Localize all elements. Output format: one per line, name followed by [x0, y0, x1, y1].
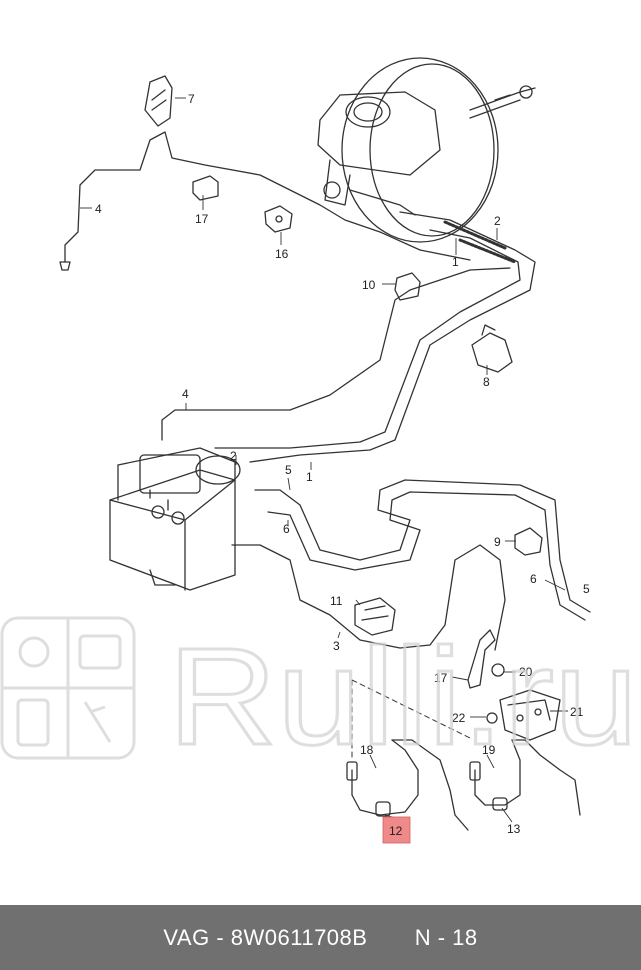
callout-18: 12: [389, 824, 403, 838]
brand-label: VAG: [163, 924, 210, 950]
callout-4-lower: 4: [182, 387, 189, 401]
brake-line-6: [267, 491, 586, 621]
callout-8: 8: [483, 375, 490, 389]
brake-line-3: [231, 544, 506, 651]
callout-4-upper: 4: [95, 202, 102, 216]
callout-1-upper: 1: [452, 255, 459, 269]
footer-text: VAG - 8W0611708B N - 18: [163, 925, 477, 951]
brake-fluid-reservoir: [317, 91, 441, 216]
callout-2-upper: 2: [494, 214, 501, 228]
part-21-bracket: [499, 689, 561, 741]
callout-22: 22: [452, 711, 466, 725]
footer-bar: VAG - 8W0611708B N - 18: [0, 905, 641, 970]
brake-booster: [341, 57, 536, 243]
callout-11: 11: [330, 594, 343, 608]
line-4-fitting: [59, 261, 71, 271]
part-8-bracket: [471, 324, 513, 373]
brake-line-1: [214, 229, 521, 449]
callout-20: 20: [519, 665, 533, 679]
part-13-clip: [192, 175, 219, 201]
part-10-bracket: [394, 272, 421, 301]
brake-line-4-upper: [64, 131, 471, 263]
callout-6-right: 6: [530, 572, 537, 586]
callout-19: 13: [507, 822, 521, 836]
part-20-nut: [491, 663, 505, 677]
brake-line-5: [254, 479, 591, 613]
callout-21: 21: [570, 705, 584, 719]
part-9-clip: [514, 527, 543, 556]
abs-hydraulic-unit: [109, 447, 241, 591]
callout-12: 16: [275, 247, 289, 261]
callout-17-right: 19: [482, 743, 496, 757]
brake-hose-19: [469, 739, 581, 816]
brake-line-2: [249, 211, 536, 463]
part-number: 8W0611708B: [230, 924, 368, 950]
parts-diagram: 7 4 17 16 10 8 1 2 4 2 5 1 6 9 6 5 11 3 …: [59, 57, 591, 844]
callout-10: 10: [362, 278, 376, 292]
callout-labels: 7 4 17 16 10 8 1 2 4 2 5 1 6 9 6 5 11 3 …: [95, 92, 590, 838]
callout-17-left: 18: [360, 743, 374, 757]
callout-16: 17: [434, 671, 448, 685]
brake-line-4-lower: [161, 267, 511, 441]
callout-3: 3: [333, 639, 340, 653]
callout-9: 9: [494, 535, 501, 549]
callout-1-lower: 1: [306, 470, 313, 484]
callout-5-left: 5: [285, 463, 292, 477]
separator: -: [216, 924, 231, 950]
part-22-bolt: [486, 712, 498, 724]
callout-7: 7: [188, 92, 195, 106]
callout-6-left: 6: [283, 522, 290, 536]
callout-5-right: 5: [583, 582, 590, 596]
part-16-bracket: [467, 629, 496, 689]
callout-2-lower: 2: [230, 449, 237, 463]
part-7-grommet: [144, 75, 173, 127]
callout-13: 17: [195, 212, 209, 226]
brake-hose-18: [346, 739, 469, 831]
part-11-clip: [354, 597, 396, 636]
part-12-clip: [264, 205, 293, 233]
highlight-box-18: [382, 816, 411, 844]
position-label: N - 18: [414, 924, 478, 950]
